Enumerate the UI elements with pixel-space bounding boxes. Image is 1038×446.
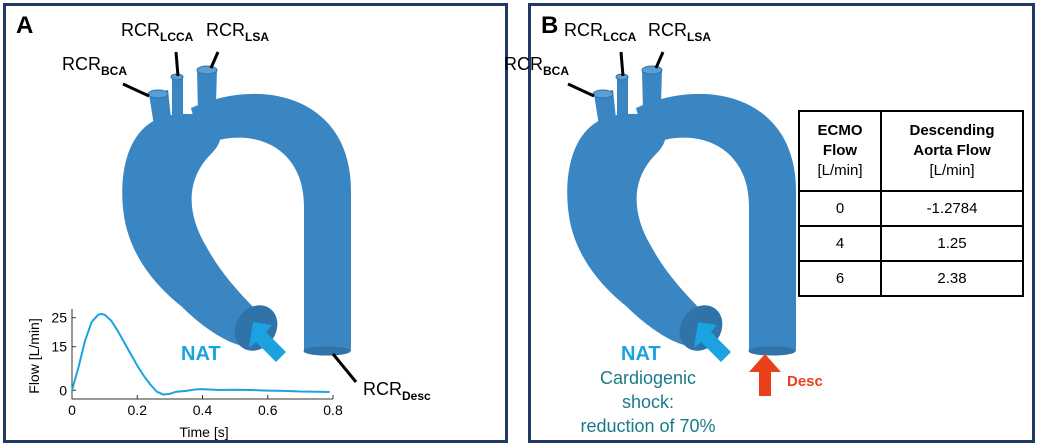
nat-label: NAT bbox=[181, 343, 221, 365]
flow-cell: 2.38 bbox=[880, 260, 1024, 297]
aorta-model bbox=[122, 51, 358, 383]
lsa-branch bbox=[642, 69, 662, 112]
ecmo-cell: 0 bbox=[798, 190, 882, 227]
descending-aorta bbox=[191, 93, 351, 352]
y-tick-label: 15 bbox=[51, 339, 67, 355]
label-rcr-lsa: RCRLSA bbox=[648, 20, 711, 44]
flow-cell: -1.2784 bbox=[880, 190, 1024, 227]
shock-line-1: Cardiogenic shock: bbox=[599, 368, 697, 412]
ecmo-cell: 4 bbox=[798, 225, 882, 262]
label-rcr-bca: RCRBCA bbox=[504, 54, 569, 78]
nat-arrow bbox=[249, 322, 286, 362]
chart-axis bbox=[71, 309, 333, 400]
lsa-branch bbox=[197, 69, 217, 112]
nat-arrow bbox=[694, 322, 731, 362]
shock-line-2: reduction of 70% bbox=[580, 416, 716, 436]
x-tick-label: 0.4 bbox=[193, 402, 213, 418]
y-tick-label: 25 bbox=[51, 310, 67, 326]
aorta-model bbox=[567, 51, 796, 396]
label-rcr-lcca: RCRLCCA bbox=[121, 20, 194, 44]
label-rcr-lcca: RCRLCCA bbox=[564, 20, 637, 44]
ascending-aorta bbox=[122, 113, 264, 347]
ecmo-cell: 6 bbox=[798, 260, 882, 297]
desc-arrow bbox=[749, 354, 781, 396]
x-tick-label: 0.6 bbox=[258, 402, 278, 418]
header-descending-flow: Descending Aorta Flow [L/min] bbox=[880, 110, 1024, 192]
descending-aorta bbox=[636, 93, 796, 352]
lcca-branch bbox=[617, 76, 628, 126]
inlet-flow-chart: 0 0.2 0.4 0.6 0.8 0 15 25 Time [s] Flow [L/min] bbox=[26, 309, 343, 440]
table-row: 6 2.38 bbox=[798, 260, 1024, 297]
label-rcr-bca: RCRBCA bbox=[62, 54, 127, 78]
bca-branch bbox=[594, 90, 617, 132]
ascending-aorta bbox=[567, 113, 709, 347]
table-row: 0 -1.2784 bbox=[798, 190, 1024, 227]
table-row: 4 1.25 bbox=[798, 225, 1024, 262]
flow-cell: 1.25 bbox=[880, 225, 1024, 262]
x-tick-label: 0.8 bbox=[323, 402, 343, 418]
panel-letter: B bbox=[541, 12, 559, 39]
chart-xlabel: Time [s] bbox=[179, 424, 228, 440]
y-tick-label: 0 bbox=[59, 382, 67, 398]
panel-letter: A bbox=[16, 12, 34, 39]
panel-a: A RCRBCA RCRLCCA bbox=[3, 3, 508, 443]
shock-note: Cardiogenic shock: reduction of 70% bbox=[573, 366, 723, 438]
desc-label: Desc bbox=[787, 373, 823, 390]
nat-label: NAT bbox=[621, 343, 661, 365]
label-rcr-desc: RCRDesc bbox=[363, 379, 431, 403]
x-tick-label: 0.2 bbox=[128, 402, 148, 418]
flow-curve bbox=[71, 312, 330, 396]
panel-b: B RCRBCA RCRLCCA RCRLSA NAT Cardiogenic bbox=[504, 3, 1035, 443]
x-tick-label: 0 bbox=[68, 402, 76, 418]
lcca-branch bbox=[172, 76, 183, 126]
chart-ylabel: Flow [L/min] bbox=[26, 318, 42, 393]
label-rcr-lsa: RCRLSA bbox=[206, 20, 269, 44]
ecmo-flow-table: ECMO Flow [L/min] Descending Aorta Flow … bbox=[798, 110, 1024, 297]
header-ecmo-flow: ECMO Flow [L/min] bbox=[798, 110, 882, 192]
bca-branch bbox=[149, 90, 172, 132]
